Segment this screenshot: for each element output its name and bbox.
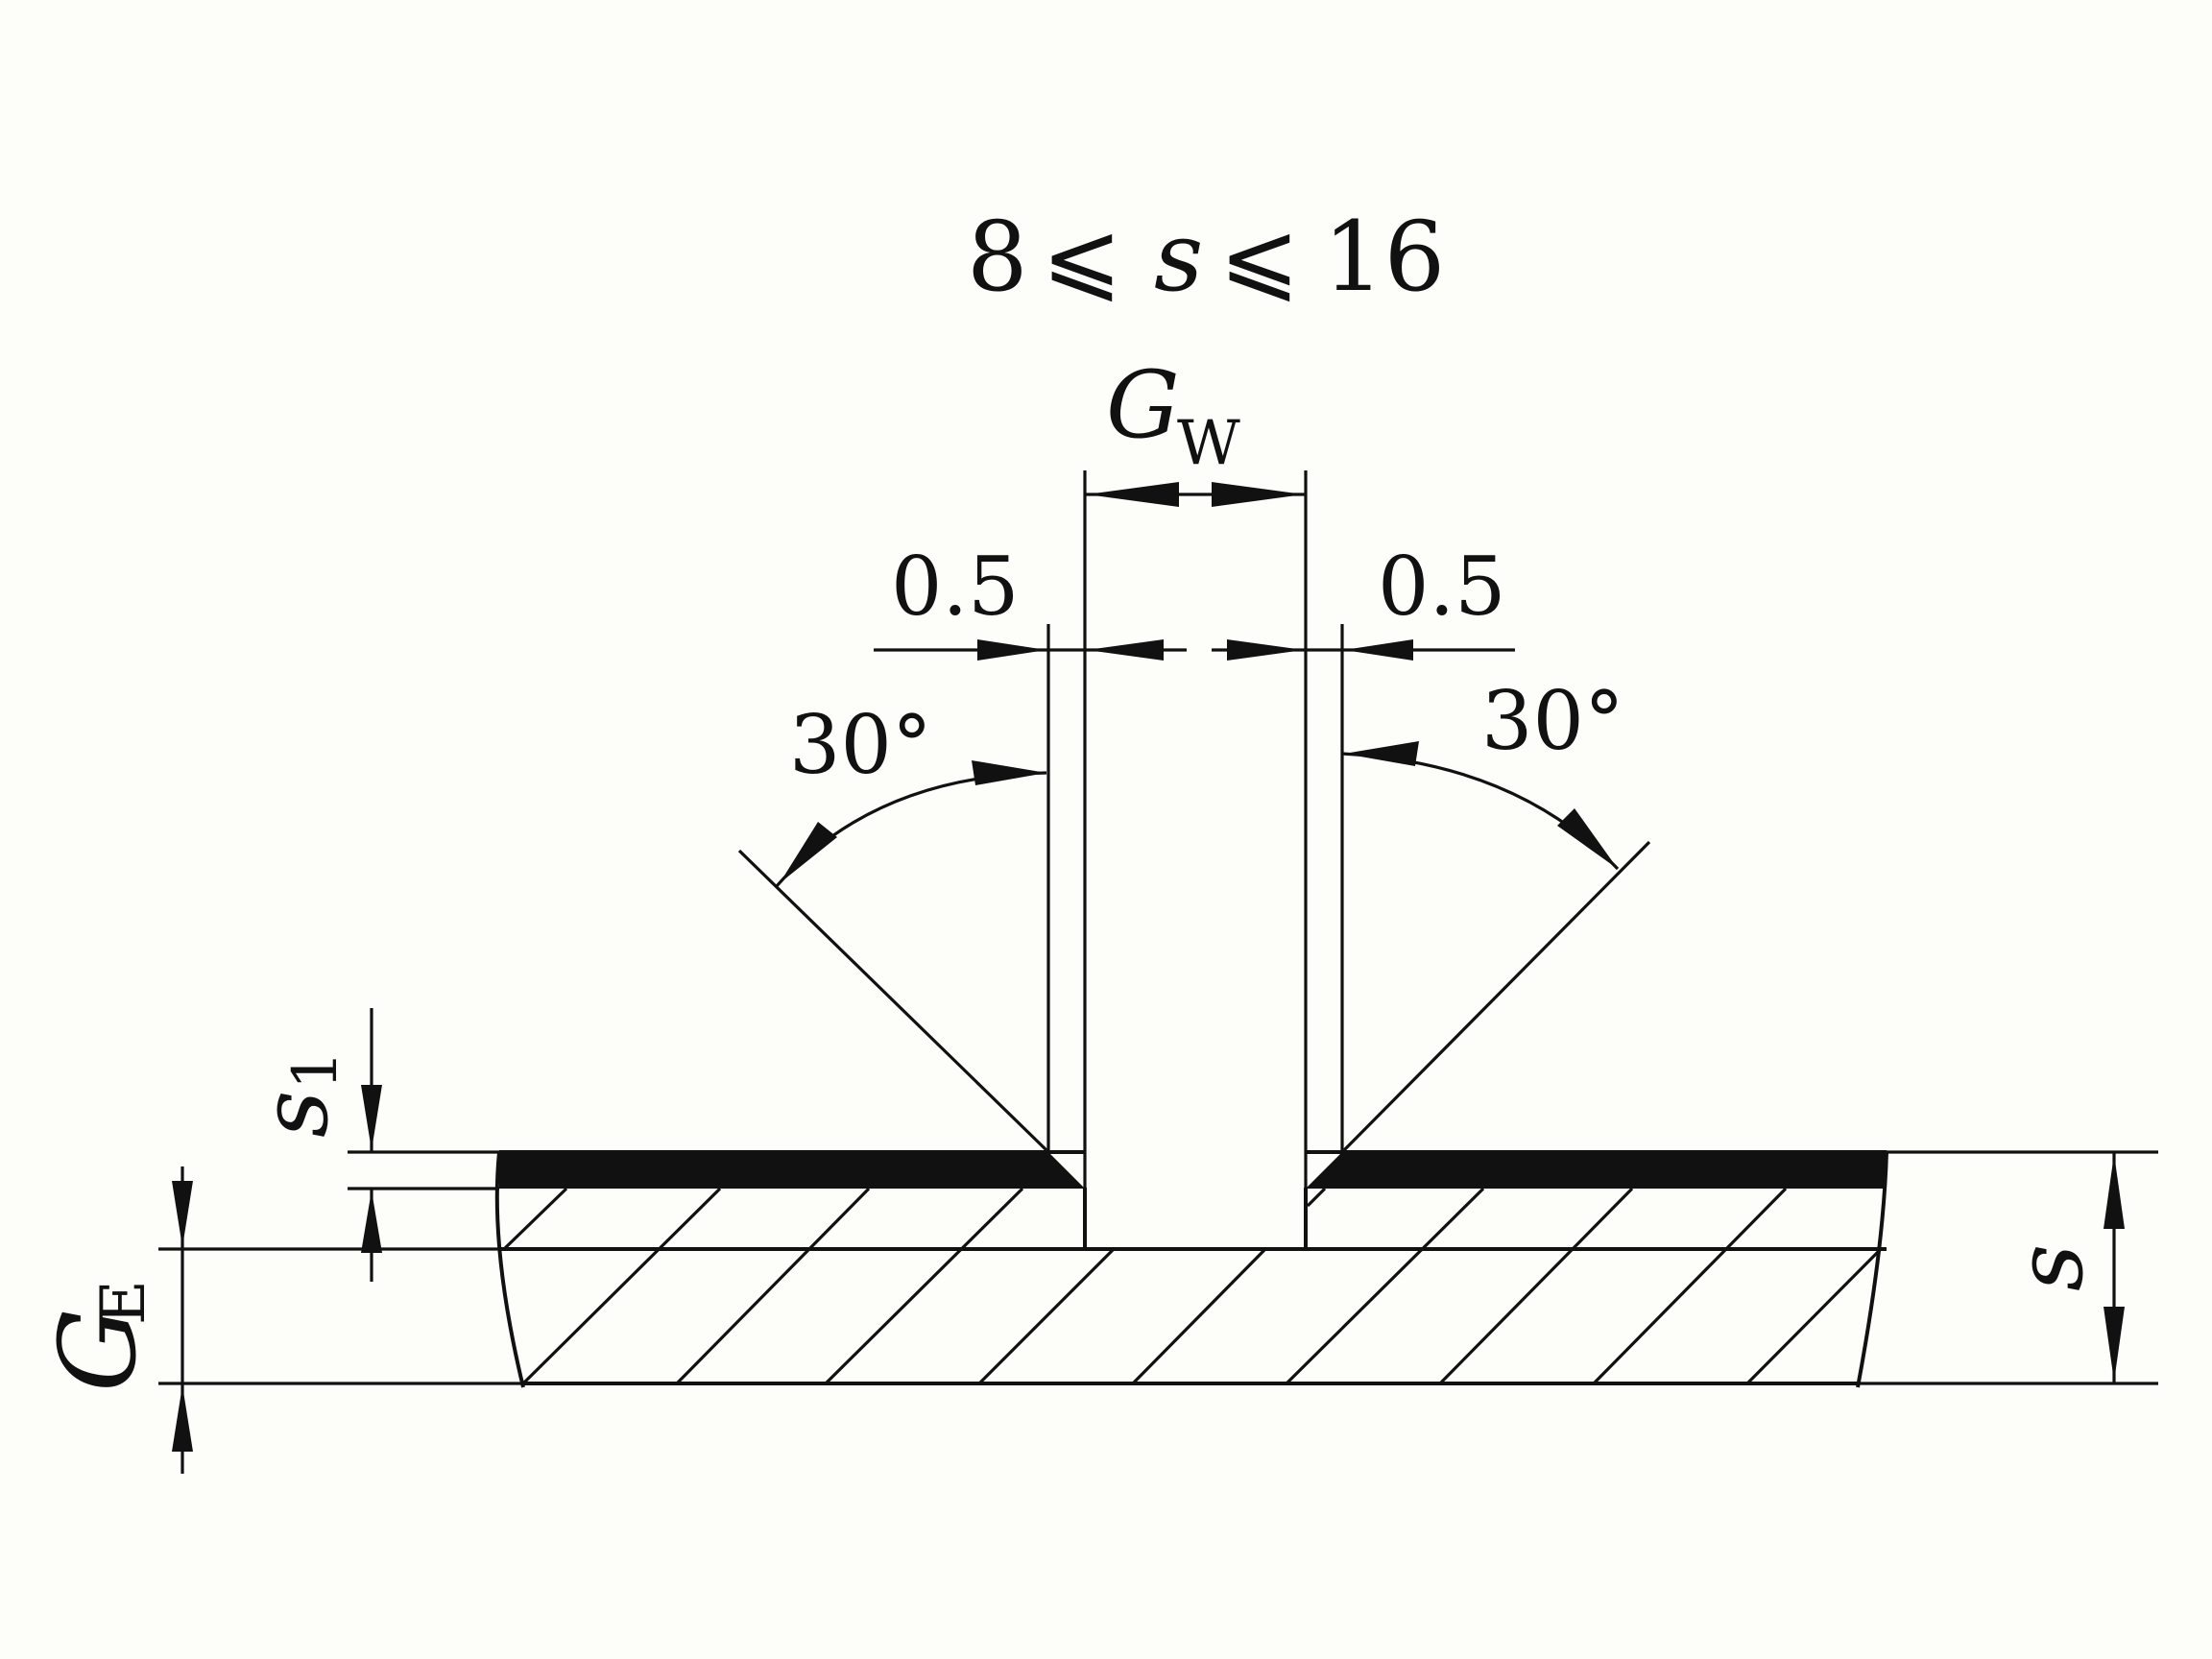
cladding-bevel-right <box>1306 1150 1344 1189</box>
extension-lines <box>737 470 1651 1188</box>
gap-dimensions <box>874 639 1515 661</box>
plate-break-left <box>494 1151 525 1388</box>
s1-dimension: s 1 <box>241 1008 499 1282</box>
s1-main: s <box>241 1091 349 1138</box>
groove <box>1083 1188 1308 1251</box>
title-formula: 8 ⩽ s ⩽ 16 <box>967 201 1445 313</box>
title-lhs: 8 <box>967 201 1028 313</box>
cladding-layer <box>499 1150 1887 1189</box>
title-var: s <box>1154 201 1203 313</box>
ge-sub: E <box>88 1280 159 1325</box>
cladding-right <box>1344 1150 1887 1189</box>
gap-right-label: 0.5 <box>1378 540 1506 634</box>
gw-dimension <box>1085 482 1306 507</box>
angle-arcs <box>774 741 1620 889</box>
gw-sub: W <box>1177 408 1240 479</box>
hatching <box>502 1187 1884 1385</box>
s-dimension: s <box>1858 1150 2158 1385</box>
s1-sub: 1 <box>280 1050 351 1090</box>
s-label: s <box>1996 1244 2104 1291</box>
ge-main: G <box>36 1308 159 1392</box>
title-rhs: 16 <box>1323 201 1445 313</box>
gw-main: G <box>1106 351 1180 459</box>
angle-left-label: 30° <box>789 698 932 792</box>
title-op1: ⩽ <box>1042 201 1122 313</box>
title-op2: ⩽ <box>1219 201 1300 313</box>
gap-left-label: 0.5 <box>891 540 1020 634</box>
cladding-left <box>499 1150 1046 1189</box>
ge-dimension: G E <box>36 1166 523 1474</box>
gw-label: G W <box>1106 351 1240 479</box>
cladding-bevel-left <box>1046 1150 1085 1189</box>
angle-right-label: 30° <box>1481 674 1624 768</box>
